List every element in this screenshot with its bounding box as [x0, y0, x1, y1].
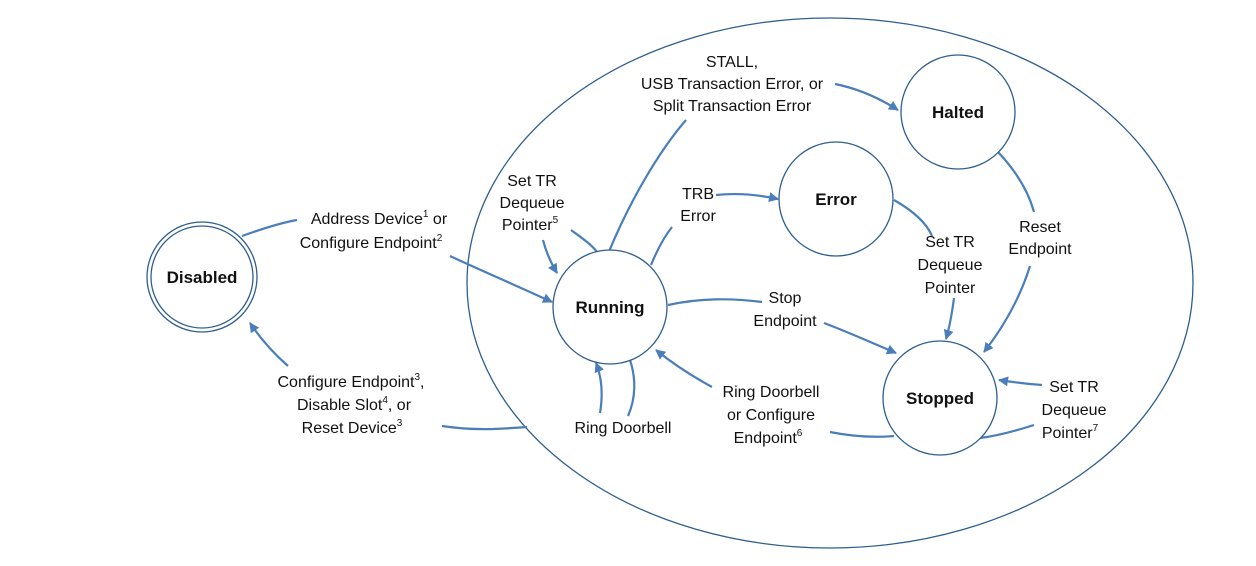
svg-text:STALL,: STALL, [706, 54, 758, 71]
svg-text:Configure Endpoint2: Configure Endpoint2 [300, 233, 443, 252]
svg-text:Pointer: Pointer [925, 280, 976, 297]
svg-text:Reset: Reset [1019, 219, 1061, 236]
svg-text:Dequeue: Dequeue [1042, 402, 1107, 419]
edge-set-tr-stopped-in [998, 376, 1043, 387]
state-disabled-label: Disabled [167, 268, 238, 287]
state-running: Running [552, 249, 668, 365]
edge-set-tr-running-out [570, 229, 598, 253]
edge-stop-endpoint-line [667, 298, 763, 307]
label-trb-error: TRB Error [680, 186, 716, 225]
state-disabled: Disabled [146, 221, 258, 333]
svg-text:Stop: Stop [769, 290, 802, 307]
edge-trb-error-arrow [715, 192, 779, 202]
state-error: Error [778, 141, 894, 257]
svg-text:USB Transaction Error, or: USB Transaction Error, or [641, 76, 824, 93]
label-stall: STALL, USB Transaction Error, or Split T… [641, 54, 824, 115]
svg-text:or Configure: or Configure [727, 407, 815, 424]
svg-text:Endpoint: Endpoint [753, 313, 817, 330]
edge-stall-line [606, 119, 687, 255]
svg-text:Ring Doorbell: Ring Doorbell [723, 384, 820, 401]
svg-text:Address Device1 or: Address Device1 or [311, 209, 448, 228]
edge-ring-doorbell-out [626, 359, 636, 417]
svg-text:Configure Endpoint3,: Configure Endpoint3, [278, 372, 425, 391]
svg-text:Disable Slot4, or: Disable Slot4, or [297, 395, 412, 414]
svg-text:Set TR: Set TR [507, 173, 557, 190]
label-set-tr-running: Set TR Dequeue Pointer5 [500, 173, 565, 234]
svg-text:Endpoint: Endpoint [1008, 241, 1072, 258]
state-halted-label: Halted [932, 103, 984, 122]
svg-text:Reset Device3: Reset Device3 [302, 418, 403, 437]
label-set-tr-error: Set TR Dequeue Pointer [918, 234, 983, 297]
svg-text:Dequeue: Dequeue [500, 195, 565, 212]
label-ring-doorbell: Ring Doorbell [575, 420, 672, 437]
label-configure-disable-reset: Configure Endpoint3, Disable Slot4, or R… [278, 372, 425, 437]
edge-stall-arrow [834, 82, 899, 111]
edge-set-tr-stopped-out [979, 423, 1035, 440]
label-stop-endpoint: Stop Endpoint [753, 290, 817, 330]
svg-text:Endpoint6: Endpoint6 [734, 428, 803, 447]
edge-stop-endpoint-arrow [823, 321, 897, 355]
edge-ring-or-configure-line [829, 430, 895, 438]
label-ring-or-configure: Ring Doorbell or Configure Endpoint6 [723, 384, 820, 447]
svg-text:Set TR: Set TR [1049, 379, 1099, 396]
label-reset-endpoint: Reset Endpoint [1008, 219, 1072, 258]
enabled-states-boundary [466, 17, 1194, 549]
edge-trb-error-line [649, 226, 673, 266]
edge-set-tr-error-arrow [943, 297, 956, 340]
state-running-label: Running [576, 298, 645, 317]
edge-to-disabled-line [441, 424, 528, 431]
state-halted: Halted [900, 54, 1016, 170]
svg-text:TRB: TRB [682, 186, 714, 203]
svg-text:Dequeue: Dequeue [918, 257, 983, 274]
state-error-label: Error [815, 190, 857, 209]
edge-reset-endpoint-arrow [983, 265, 1032, 353]
edge-to-disabled-arrow [249, 322, 289, 367]
svg-text:Split Transaction Error: Split Transaction Error [653, 98, 812, 115]
edge-set-tr-error-line [893, 199, 934, 237]
svg-text:Set TR: Set TR [925, 234, 975, 251]
edge-address-device-arrow [449, 255, 553, 303]
edge-set-tr-running-in [541, 239, 558, 274]
svg-text:Pointer7: Pointer7 [1042, 423, 1099, 442]
edge-address-device-line [241, 218, 298, 238]
edge-ring-doorbell-in [594, 362, 604, 414]
label-set-tr-stopped: Set TR Dequeue Pointer7 [1042, 379, 1107, 442]
edge-reset-endpoint-line [997, 151, 1036, 213]
svg-text:Pointer5: Pointer5 [502, 215, 559, 234]
label-address-device: Address Device1 or Configure Endpoint2 [300, 209, 448, 252]
svg-text:Error: Error [680, 208, 716, 225]
state-stopped-label: Stopped [906, 389, 974, 408]
edge-ring-or-configure-arrow [655, 349, 713, 388]
state-stopped: Stopped [882, 340, 998, 456]
